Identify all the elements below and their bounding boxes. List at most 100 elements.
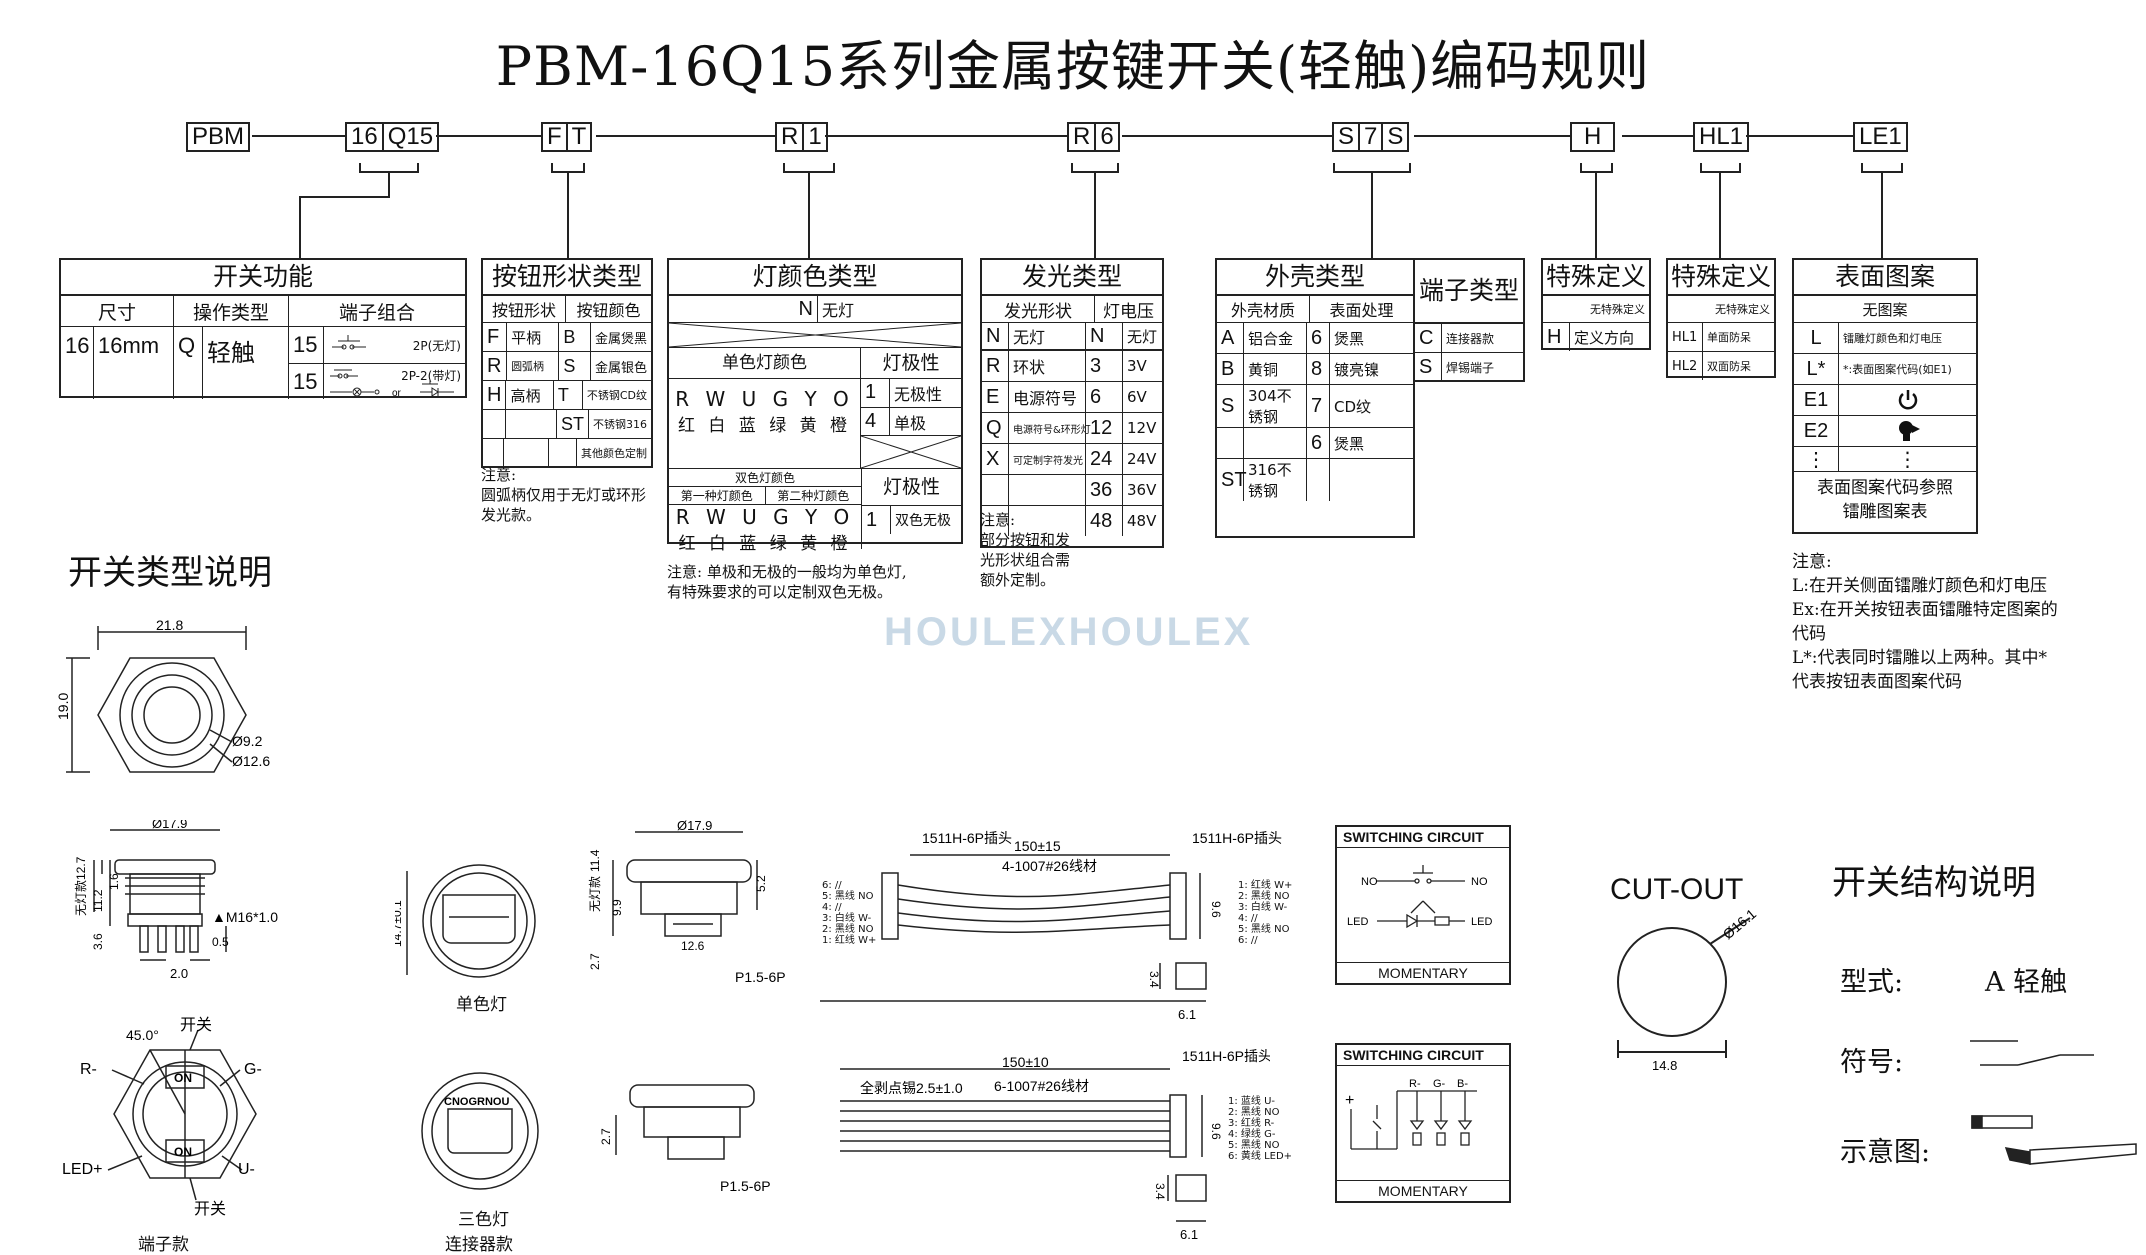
table-switch-function: 开关功能 尺寸 操作类型 端子组合 16 16mm Q 轻触 15 2P(无灯)… [59, 258, 467, 399]
svg-text:3.6: 3.6 [91, 933, 105, 950]
special-code: HL2 [1668, 352, 1703, 380]
table-header: 发光类型 [982, 260, 1162, 296]
drawing-cable-2: 全剥点锡2.5±1.0 150±10 6-1007#26线材 1511H-6P插… [840, 1048, 1270, 1242]
dpol-value: 双色无极 [895, 513, 951, 529]
pol4-value: 单极 [894, 413, 927, 433]
code-h: H [1570, 122, 1616, 152]
drawing-side-view-terminal: Ø17.9 无灯款 12.7 11.2 1.6 ▲M16*1.0 3.6 2.0… [74, 820, 278, 981]
dpol-code: 1 [862, 506, 891, 534]
term-value: 连接器款 [1446, 331, 1495, 346]
svg-text:无灯款: 无灯款 [74, 880, 88, 916]
switching-circuit-2: SWITCHING CIRCUIT + R- G- B- MOMENTARY [1335, 1043, 1511, 1203]
svg-text:4-1007#26线材: 4-1007#26线材 [1002, 858, 1097, 874]
pattern-code: L [1794, 323, 1839, 353]
drawing-cable-1: 1511H-6P插头 1511H-6P插头 150±15 4-1007#26线材… [820, 830, 1282, 1022]
code-pbm: PBM [186, 122, 251, 152]
pattern-code: E1 [1794, 385, 1839, 415]
op-value: 轻触 [203, 327, 289, 399]
svg-text:1511H-6P插头: 1511H-6P插头 [922, 830, 1012, 846]
svg-text:5.2: 5.2 [754, 875, 768, 892]
label-connector: 连接器款 [445, 1235, 513, 1255]
drawing-connector-side: Ø17.9 无灯款 11.4 9.9 5.2 2.7 12.6 P1.5-6P [588, 820, 786, 985]
color-letters: R W U G Y O [675, 505, 855, 529]
pattern-code: ⋮ [1794, 447, 1839, 471]
dim-width: 21.8 [156, 620, 183, 633]
term1-value: 2P(无灯) [412, 338, 461, 353]
svg-text:3.4: 3.4 [1147, 971, 1161, 988]
svg-text:G-: G- [1433, 1078, 1446, 1090]
svg-text:G-: G- [244, 1061, 262, 1078]
table-header: 表面图案 [1794, 260, 1976, 296]
svg-text:9.6: 9.6 [1209, 1123, 1223, 1140]
none-code: N [669, 296, 818, 322]
color-names: 红 白 蓝 绿 黄 橙 [678, 534, 852, 554]
special-code: HL1 [1668, 323, 1703, 351]
table-row: 其他颜色定制 [483, 439, 651, 467]
svg-text:Ø16.1: Ø16.1 [1720, 905, 1760, 942]
svg-text:12.7: 12.7 [74, 856, 88, 880]
table-header: 外壳类型 [1217, 260, 1413, 296]
special-value: 定义方向 [1574, 328, 1635, 347]
svg-text:11.4: 11.4 [588, 849, 602, 872]
pol4-code: 4 [861, 407, 890, 436]
drawing-terminal-bottom: 45.0° 开关 R- G- LED+ U- 开关 ON ON [62, 1016, 262, 1218]
none-value: 无灯 [822, 301, 855, 320]
color-letters: R W U G Y O [675, 387, 854, 411]
svg-text:6.1: 6.1 [1178, 1007, 1196, 1022]
svg-text:9.6: 9.6 [1209, 901, 1223, 918]
svg-text:6.1: 6.1 [1180, 1227, 1198, 1242]
col-shape: 按钮形状 [483, 296, 566, 322]
col-op-type: 操作类型 [174, 296, 289, 326]
svg-text:3.4: 3.4 [1153, 1183, 1167, 1200]
dual-color-head: 双色灯颜色 [669, 469, 861, 487]
svg-text:1511H-6P插头: 1511H-6P插头 [1192, 830, 1282, 846]
struct-diagram-label: 示意图: [1840, 1137, 1931, 1168]
svg-text:2.7: 2.7 [600, 1128, 613, 1145]
dim-b: Ø12.6 [232, 753, 270, 769]
col-light-shape: 发光形状 [982, 296, 1095, 322]
svg-text:45.0°: 45.0° [126, 1027, 159, 1043]
code-hl1: HL1 [1693, 122, 1750, 152]
cross-divider [861, 436, 961, 469]
col-finish: 表面处理 [1329, 301, 1394, 320]
table-header: 端子类型 [1415, 260, 1523, 324]
svg-text:R-: R- [1409, 1078, 1421, 1090]
svg-text:12.6: 12.6 [681, 939, 705, 953]
svg-text:R-: R- [80, 1061, 97, 1078]
power-icon [1898, 390, 1917, 410]
drawing-top-view: 21.8 19.0 Ø9.2 Ø12.6 [55, 620, 270, 773]
struct-type-label: 型式: [1840, 967, 1904, 998]
color-names: 红 白 蓝 绿 黄 橙 [677, 416, 852, 436]
pattern-value: 镭雕灯颜色和灯电压 [1843, 332, 1942, 345]
term-code: S [1415, 353, 1442, 381]
svg-text:ON: ON [174, 1071, 192, 1085]
svg-text:P1.5-6P: P1.5-6P [735, 969, 786, 985]
circuit-title: SWITCHING CIRCUIT [1337, 1045, 1509, 1066]
struct-symbol-label: 符号: [1840, 1047, 1904, 1078]
svg-text:U-: U- [238, 1161, 255, 1178]
svg-text:150±10: 150±10 [1002, 1054, 1049, 1070]
table-header: 特殊定义 [1668, 260, 1774, 296]
drawing-cutout: Ø16.1 14.8 [1617, 905, 1760, 1073]
col-voltage: 灯电压 [1103, 301, 1154, 322]
special-value: 单面防呆 [1707, 331, 1751, 344]
svg-text:LED+: LED+ [62, 1161, 102, 1178]
op-code: Q [174, 327, 203, 399]
special-none: 无特殊定义 [1590, 303, 1645, 316]
label-single-color: 单色灯 [456, 995, 507, 1015]
pol1-code: 1 [861, 379, 890, 407]
